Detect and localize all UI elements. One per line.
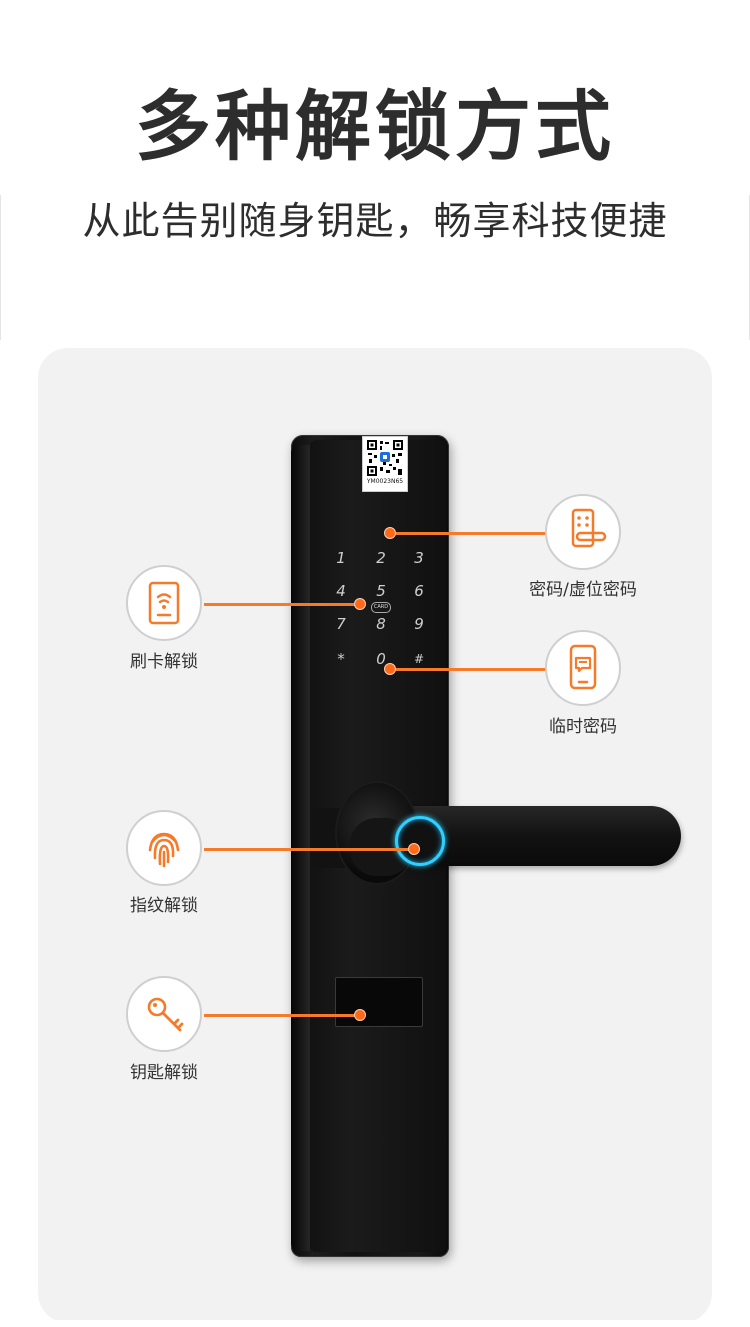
connector-key	[204, 1014, 361, 1017]
keypad-key[interactable]: 7	[336, 615, 346, 633]
connector-password	[390, 532, 546, 535]
keypad: 1 2 3 4 5 6 7 8 9 * 0 #	[325, 545, 437, 675]
keypad-key[interactable]: 0	[376, 650, 386, 668]
bottom-band	[0, 1320, 750, 1327]
keypad-key[interactable]: 1	[336, 549, 346, 567]
keypad-key[interactable]: 6	[414, 582, 424, 600]
dot-fingerprint	[408, 843, 420, 855]
page-subtitle: 从此告别随身钥匙，畅享科技便捷	[82, 199, 668, 243]
feature-temp-password-label: 临时密码	[549, 717, 617, 737]
feature-password-icon-circle	[545, 494, 621, 570]
keypad-key[interactable]: 8	[376, 615, 386, 633]
feature-key-label: 钥匙解锁	[130, 1063, 198, 1083]
rfid-card-icon	[148, 581, 180, 625]
phone-message-icon	[569, 644, 597, 690]
feature-fingerprint-icon-circle	[126, 810, 202, 886]
keypad-lock-icon	[571, 508, 607, 548]
feature-key-icon-circle	[126, 976, 202, 1052]
keypad-key[interactable]: #	[413, 652, 425, 666]
fingerprint-sensor[interactable]	[395, 816, 445, 866]
dot-card	[354, 598, 366, 610]
card-reader-badge: CARD	[371, 602, 391, 613]
dot-temp-password	[384, 663, 396, 675]
keypad-key[interactable]: 2	[376, 549, 386, 567]
keypad-key[interactable]: 4	[336, 582, 346, 600]
feature-temp-password-icon-circle	[545, 630, 621, 706]
feature-password-label: 密码/虚位密码	[529, 580, 637, 600]
keypad-key[interactable]: 3	[414, 549, 424, 567]
keyhole-cover	[335, 977, 423, 1027]
dot-password	[384, 527, 396, 539]
dot-key	[354, 1009, 366, 1021]
connector-temp-password	[390, 668, 546, 671]
keypad-key[interactable]: 5	[376, 582, 386, 600]
keypad-key[interactable]: *	[337, 650, 345, 668]
connector-card	[204, 603, 359, 606]
qr-code-icon	[367, 440, 403, 476]
fingerprint-icon	[148, 832, 180, 868]
keypad-key[interactable]: 9	[414, 615, 424, 633]
feature-card-icon-circle	[126, 565, 202, 641]
qr-sticker: YM0023N65	[362, 436, 408, 492]
feature-card-label: 刷卡解锁	[130, 652, 198, 672]
connector-fingerprint	[204, 848, 412, 851]
key-icon	[147, 997, 184, 1032]
qr-id-text: YM0023N65	[366, 478, 404, 485]
feature-fingerprint-label: 指纹解锁	[130, 896, 198, 916]
left-edge-divider	[0, 195, 1, 340]
page-title: 多种解锁方式	[135, 82, 615, 171]
